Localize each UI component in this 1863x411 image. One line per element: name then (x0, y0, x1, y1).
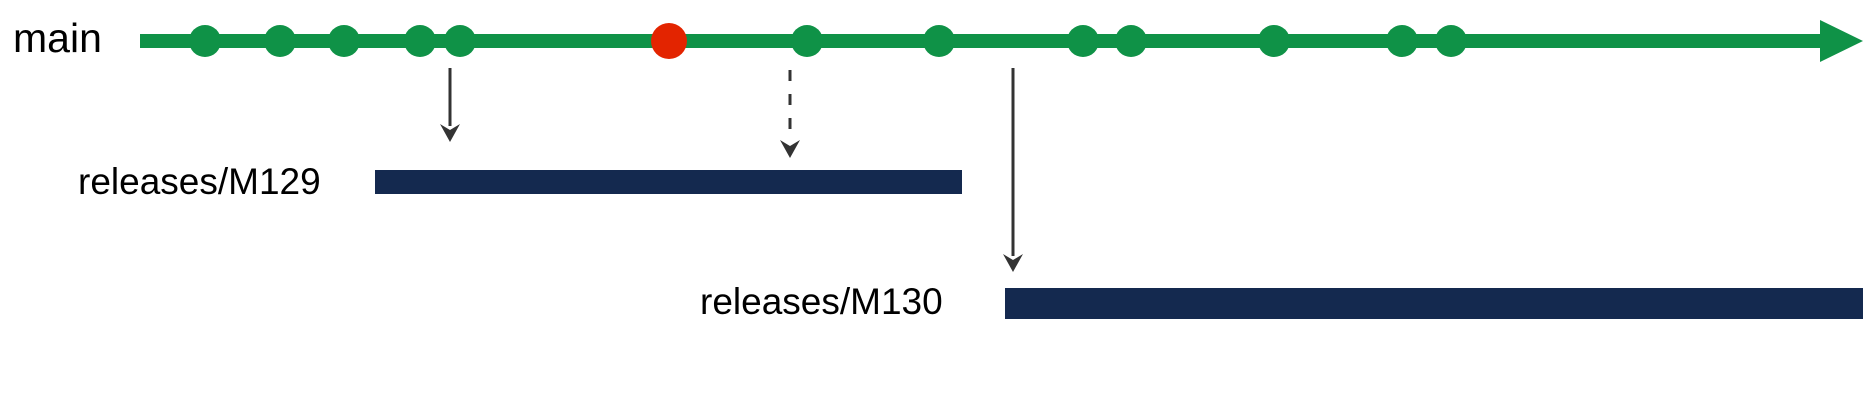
branch-label-releases-m130: releases/M130 (700, 281, 943, 322)
commit-dot-c11[interactable] (1258, 25, 1290, 57)
commit-dot-c6[interactable] (651, 23, 687, 59)
connector-arrowhead-branch-point-m130 (1003, 254, 1023, 272)
release-bar-releases-m130[interactable] (1005, 288, 1863, 319)
main-branch-arrowhead (1820, 20, 1863, 62)
commit-dot-c9[interactable] (1067, 25, 1099, 57)
branch-label-main: main (13, 15, 102, 61)
commit-dot-c5[interactable] (444, 25, 476, 57)
commit-dot-group (189, 23, 1467, 59)
branch-label-releases-m129: releases/M129 (78, 161, 321, 202)
release-bar-releases-m129[interactable] (375, 170, 962, 194)
commit-dot-c7[interactable] (791, 25, 823, 57)
commit-dot-c13[interactable] (1435, 25, 1467, 57)
connector-arrowhead-cherry-pick-m129 (780, 140, 800, 158)
commit-dot-c4[interactable] (404, 25, 436, 57)
main-branch-group (140, 20, 1863, 62)
commit-dot-c12[interactable] (1386, 25, 1418, 57)
release-bar-group (375, 170, 1863, 319)
connector-arrowhead-branch-point-m129 (440, 124, 460, 142)
commit-dot-c10[interactable] (1115, 25, 1147, 57)
commit-dot-c2[interactable] (264, 25, 296, 57)
connector-group (440, 68, 1023, 272)
commit-dot-c3[interactable] (328, 25, 360, 57)
commit-dot-c1[interactable] (189, 25, 221, 57)
commit-dot-c8[interactable] (923, 25, 955, 57)
main-branch-line (140, 34, 1830, 48)
